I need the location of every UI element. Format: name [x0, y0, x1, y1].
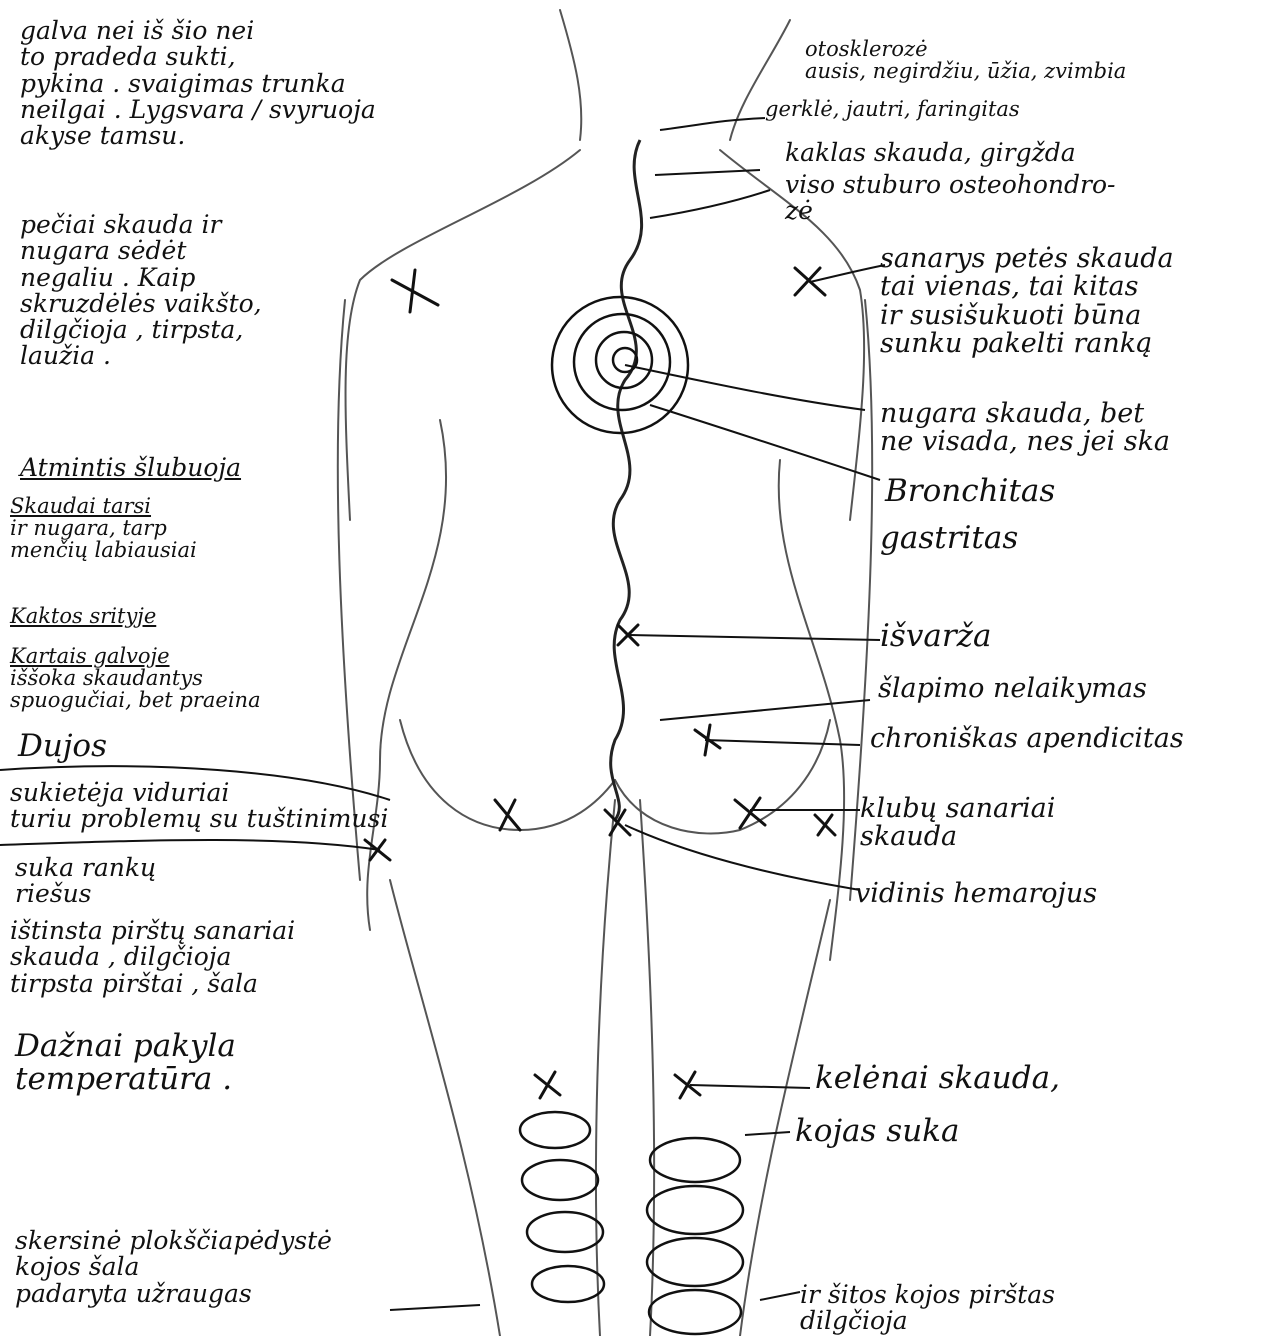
pointer-line — [625, 825, 860, 890]
note-forehead: Kaktos srityje — [10, 605, 156, 627]
neck-outline — [560, 10, 581, 140]
pointer-line — [745, 1132, 790, 1135]
pointer-line — [650, 405, 880, 480]
pain-mark — [735, 798, 765, 828]
note-otosclerosis: otosklerozė ausis, negirdžiu, ūžia, zvim… — [805, 38, 1126, 82]
note-memory: Atmintis šlubuoja — [20, 455, 241, 481]
note-gastritis: gastritas — [880, 522, 1018, 555]
neck-outline — [730, 20, 790, 140]
note-between-shoulders: Skaudai tarsi ir nugara, tarp menčių lab… — [10, 495, 197, 561]
spine — [611, 140, 642, 820]
leg-coil — [520, 1112, 590, 1148]
note-constipation: sukietėja viduriai turiu problemų su tuš… — [10, 780, 388, 833]
note-spine: viso stuburo osteohondro- zė — [785, 172, 1115, 225]
note-finger-joints: ištinsta pirštų sanariai skauda , dilgči… — [10, 918, 295, 997]
pain-mark — [815, 815, 835, 835]
pointer-line — [650, 190, 770, 218]
note-appendicitis: chroniškas apendicitas — [870, 725, 1184, 753]
note-flat-feet: skersinė plokščiapėdystė kojos šala pada… — [15, 1228, 332, 1307]
bronchi-spiral — [574, 314, 670, 410]
leg-outline — [596, 800, 615, 1336]
note-incontinence: šlapimo nelaikymas — [878, 675, 1147, 703]
pointer-line — [690, 1085, 810, 1088]
pain-mark — [392, 270, 438, 312]
note-wrists: suka rankų riešus — [15, 855, 156, 908]
note-shoulders-back: pečiai skauda ir nugara sėdėt negaliu . … — [20, 212, 262, 370]
pain-mark — [495, 800, 520, 830]
note-bronchitis: Bronchitas — [885, 475, 1055, 508]
note-throat: gerklė, jautri, faringitas — [765, 98, 1020, 120]
note-legs: kojas suka — [795, 1115, 959, 1148]
leg-coil — [527, 1212, 603, 1252]
pointer-line — [660, 700, 870, 720]
leg-coil — [647, 1238, 743, 1286]
pointer-line — [660, 118, 765, 130]
leg-outline — [640, 800, 654, 1336]
pointer-line — [760, 1292, 800, 1300]
note-dizziness: galva nei iš šio nei to pradeda sukti, p… — [20, 18, 376, 149]
note-toe: ir šitos kojos pirštas dilgčioja — [800, 1282, 1055, 1335]
pointer-line — [390, 1305, 480, 1310]
leg-coil — [522, 1160, 598, 1200]
hip-outline — [615, 720, 830, 833]
note-temperature: Dažnai pakyla temperatūra . — [15, 1030, 236, 1095]
leg-outline — [390, 880, 500, 1336]
leg-coil — [650, 1138, 740, 1182]
note-knees: kelėnai skauda, — [815, 1062, 1060, 1095]
torso-outline — [367, 420, 446, 930]
leg-coil — [649, 1290, 741, 1334]
leg-coil — [647, 1186, 743, 1234]
note-shoulder-joints: sanarys petės skauda tai vienas, tai kit… — [880, 245, 1174, 358]
pointer-line — [655, 170, 760, 175]
note-hip-joints: klubų sanariai skauda — [860, 795, 1055, 852]
note-hernia: išvarža — [880, 620, 991, 653]
note-neck: kaklas skauda, girgžda — [785, 140, 1076, 166]
bronchi-spiral — [552, 297, 688, 433]
note-gas: Dujos — [18, 730, 107, 763]
note-head-bumps: Kartais galvoje iššoka skaudantys spuogu… — [10, 645, 261, 711]
pointer-line — [625, 365, 865, 410]
pain-mark — [535, 1072, 560, 1098]
pointer-line — [630, 635, 880, 640]
pointer-line — [705, 740, 860, 745]
leg-coil — [532, 1266, 604, 1302]
note-hemorrhoids: vidinis hemarojus — [855, 880, 1097, 908]
shoulder-outline — [346, 150, 580, 520]
pointer-line — [0, 840, 380, 850]
bronchi-spiral — [613, 348, 637, 372]
note-back-pain: nugara skauda, bet ne visada, nes jei sk… — [880, 400, 1170, 457]
